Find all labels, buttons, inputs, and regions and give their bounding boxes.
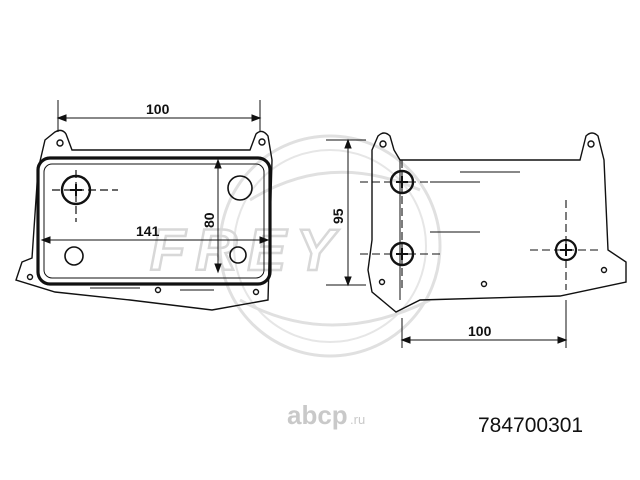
side-base-plate [367,132,627,313]
dim-top-width-label: 100 [146,101,170,117]
abcp-logo-text: abcp [287,400,348,430]
abcp-watermark: abcp .ru [287,400,365,430]
part-number: 784700301 [478,414,583,437]
dim-body-width-label: 141 [136,223,160,239]
ear-hole-left [56,139,64,147]
side-ear-hole-left [379,140,387,148]
dim-body-height-label: 80 [201,212,217,228]
front-base-plate [15,129,273,311]
cooler-body [36,156,272,286]
side-base-hole-1 [378,278,386,286]
front-view [15,129,273,311]
dim-side-height: 95 [326,138,366,287]
dim-side-height-label: 95 [330,208,346,224]
dim-body-arrow-right [259,236,270,244]
dim-body-height: 80 [201,158,222,274]
port-lower-right [229,246,247,264]
dim-side-arrow-bottom [344,276,352,287]
base-hole-2 [154,286,162,294]
dim-top-width: 100 [56,100,262,132]
port-lower-left [64,246,84,266]
side-base-hole-2 [480,280,488,288]
dim-side-arrow-top [344,138,352,149]
frey-watermark: FREY [149,134,442,358]
watermark-swoosh-top [249,170,421,202]
dim-top-arrow-right [251,114,262,122]
dim-body-width: 141 [40,223,270,244]
cooler-body-inner-edge [43,163,265,279]
base-hole-1 [26,273,34,281]
dim-body-arrow-left [40,236,51,244]
watermark-ring-inner [233,149,427,343]
watermark-swoosh-bottom [239,298,431,327]
ear-hole-right [258,138,266,146]
dim-spacing-arrow-left [400,336,411,344]
watermark-ring-outer [218,134,442,358]
abcp-logo-tld: .ru [350,412,365,427]
port-upper-right [227,175,253,201]
dim-height-arrow-top [214,158,222,169]
dim-side-spacing: 100 [400,300,568,348]
side-view [360,132,627,313]
side-ear-hole-right [587,140,595,148]
watermark-brand-text: FREY [150,218,345,283]
dim-height-arrow-bottom [214,263,222,274]
dim-spacing-arrow-right [557,336,568,344]
dim-side-spacing-label: 100 [468,323,492,339]
dim-top-arrow-left [56,114,67,122]
side-base-hole-3 [600,266,608,274]
base-hole-3 [252,288,260,296]
